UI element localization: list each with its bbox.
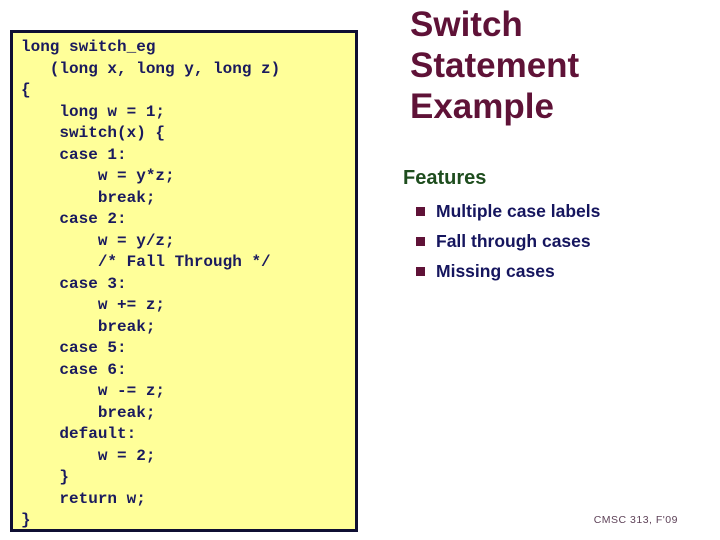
feature-item-label: Multiple case labels — [436, 200, 601, 221]
code-panel: long switch_eg (long x, long y, long z) … — [10, 30, 358, 532]
feature-item: Multiple case labels — [416, 196, 600, 226]
bullet-square-icon — [416, 236, 425, 246]
features-heading: Features — [403, 167, 487, 189]
course-footer: CMSC 313, F'09 — [593, 514, 678, 526]
slide-title: Switch Statement Example — [410, 5, 580, 126]
bullet-square-icon — [416, 206, 425, 216]
feature-item-label: Missing cases — [436, 260, 555, 281]
code-block: long switch_eg (long x, long y, long z) … — [21, 38, 281, 529]
feature-item-label: Fall through cases — [436, 230, 591, 251]
feature-item: Missing cases — [416, 256, 600, 286]
feature-item: Fall through cases — [416, 226, 600, 256]
bullet-square-icon — [416, 266, 425, 276]
features-list: Multiple case labels Fall through cases … — [416, 196, 600, 286]
